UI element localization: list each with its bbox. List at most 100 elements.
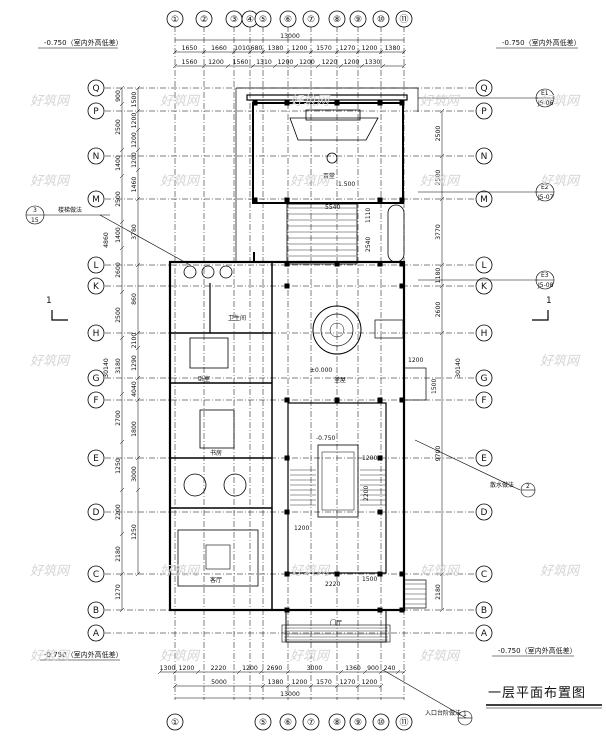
- grid-bubble-right-C: [475, 565, 493, 583]
- column-19: [284, 455, 290, 461]
- dim-bottom-row2-tick-2: [285, 683, 291, 689]
- dim-bottom-row1-label-4: 2690: [267, 665, 283, 672]
- dim-left-row1-label-11: 2180: [115, 546, 122, 562]
- grid-label-left-B: B: [93, 606, 99, 616]
- dim-top-row2-tick-2: [225, 63, 231, 69]
- watermark-15: 好筑网: [420, 564, 461, 579]
- grid-label-left-P: P: [93, 107, 99, 117]
- dim-bottom-row1-tick-10: [401, 669, 407, 675]
- watermark-8: 好筑网: [420, 174, 461, 189]
- grid-label-bottom-11: ⑪: [399, 717, 408, 728]
- column-17: [377, 397, 383, 403]
- dim-top-row2-tick-6: [315, 63, 321, 69]
- column-8: [399, 197, 405, 203]
- dim-top-row1-tick-4: [260, 49, 266, 55]
- grid-label-bottom-7: ⑦: [307, 718, 315, 728]
- grid-bubble-bottom-9: [349, 713, 367, 731]
- left-room-2: 卫生间: [228, 314, 246, 322]
- dim-top-row2-label-8: 1330: [365, 59, 381, 66]
- grid-label-right-F: F: [481, 396, 486, 406]
- watermark-14: 好筑网: [290, 564, 331, 579]
- courtyard-level: -0.750: [316, 435, 336, 442]
- dim-left-row2-label-0: 1500: [131, 92, 138, 108]
- section-mark-left: 1: [46, 296, 52, 306]
- dim-bottom-row2-label-0: 5000: [211, 679, 227, 686]
- grid-bubble-left-N: [87, 147, 105, 165]
- dim-bottom-row2-tick-3: [308, 683, 314, 689]
- dim-bottom-total: 13000: [280, 691, 300, 698]
- grid-bubble-top-10: [372, 10, 390, 28]
- dim-left-row2-label-7: 2100: [131, 333, 138, 349]
- small-dim-3: 1200: [408, 357, 423, 364]
- column-14: [399, 283, 405, 289]
- column-10: [334, 261, 340, 267]
- dim-left-row1-label-0: 900: [115, 90, 122, 102]
- dim-bottom-row2-tick-5: [355, 683, 361, 689]
- grid-bubble-right-N: [475, 147, 493, 165]
- dim-left-row1-tick-12: [119, 571, 125, 577]
- dim-bottom-row1-tick-2: [195, 669, 201, 675]
- grid-label-right-A: A: [481, 629, 488, 639]
- grid-label-top-7: ⑦: [307, 15, 315, 25]
- grid-bubble-bottom-10: [372, 713, 390, 731]
- section-2-sheet: J5-07: [537, 194, 554, 201]
- dim-left-row2-tick-3: [135, 147, 141, 153]
- entrance-note: 入口台阶做法: [425, 709, 461, 717]
- column-9: [284, 261, 290, 267]
- room-labels: 百堂 1.500 5540 1110 2540 ±0.000 堂屋 -0.750…: [198, 172, 438, 627]
- grid-lines: [105, 26, 475, 700]
- dim-left-row1-tick-1: [119, 101, 125, 107]
- column-24: [334, 571, 340, 577]
- dim-top-row1-label-0: 1650: [182, 45, 198, 52]
- grid-label-bottom-6: ⑥: [284, 718, 292, 728]
- dim-bottom-row1-tick-5: [285, 669, 291, 675]
- dim-right-row1-label-5: 9700: [435, 446, 442, 462]
- grid-bubble-left-F: [87, 391, 105, 409]
- column-15: [284, 397, 290, 403]
- dim-left-row1-tick-6: [119, 289, 125, 295]
- dim-top-row1-label-8: 1200: [362, 45, 378, 52]
- dim-bottom-row2-tick-6: [378, 683, 384, 689]
- dim-left-row2-tick-7: [135, 330, 141, 336]
- dim-left-row2-tick-13: [135, 571, 141, 577]
- column-3: [377, 100, 383, 106]
- dim-left-row2-tick-8: [135, 345, 141, 351]
- level-note-top-right: -0.750（室内外高低差）: [502, 38, 581, 47]
- dim-left-row1-label-5: 2600: [115, 262, 122, 278]
- dim-top-row1-tick-6: [308, 49, 314, 55]
- courtyard-note: 散水做法: [490, 481, 514, 489]
- dim-left-row1-label-12: 1270: [115, 584, 122, 600]
- grid-bubble-bottom-8: [328, 713, 346, 731]
- dim-top-row1-tick-1: [201, 49, 207, 55]
- dim-top-row1-label-3: 680: [251, 45, 263, 52]
- dim-top-row1-tick-3: [247, 49, 253, 55]
- dim-left-row2-label-9: 4040: [131, 381, 138, 397]
- dim-left-row1-tick-8: [119, 391, 125, 397]
- dim-top-row1-label-9: 1380: [385, 45, 401, 52]
- grid-label-left-C: C: [93, 570, 99, 580]
- grid-bubble-left-P: [87, 102, 105, 120]
- dim-bottom-row1-label-8: 240: [384, 665, 396, 672]
- dim-top-row2-tick-8: [359, 63, 365, 69]
- column-2: [334, 100, 340, 106]
- stair-ref-bottom: 15: [31, 217, 39, 224]
- dim-left-row2-tick-9: [135, 375, 141, 381]
- dim-top-row2-label-5: 1200: [299, 59, 315, 66]
- watermark-12: 好筑网: [30, 564, 71, 579]
- grid-label-top-10: ⑩: [377, 15, 385, 25]
- watermark-19: 好筑网: [290, 649, 331, 664]
- dim-left-row2-tick-6: [135, 262, 141, 268]
- dim-bottom-row1-label-3: 1200: [242, 665, 258, 672]
- dim-left-row2-tick-0: [135, 85, 141, 91]
- grid-bubble-top-11: [395, 10, 413, 28]
- dim-left-row2-label-6: 860: [131, 293, 138, 305]
- dim-left-row2-tick-11: [135, 455, 141, 461]
- watermark-3: 好筑网: [420, 94, 461, 109]
- dim-left-row1-label-10: 2200: [115, 504, 122, 520]
- dim-bottom-row2-label-3: 1570: [316, 679, 332, 686]
- grid-label-left-D: D: [93, 508, 100, 518]
- structural-columns: [252, 100, 405, 613]
- grid-label-left-F: F: [93, 396, 98, 406]
